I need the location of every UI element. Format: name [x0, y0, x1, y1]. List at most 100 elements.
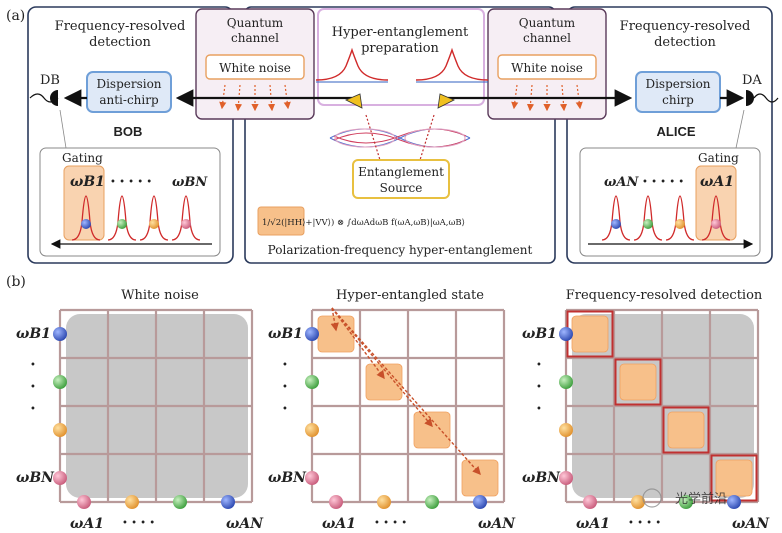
entanglement-source-2: Source	[380, 181, 423, 195]
center-title-1: Hyper-entanglement	[332, 25, 469, 40]
y-axis-dot	[53, 327, 67, 341]
y-axis-ellipsis: •	[30, 360, 36, 371]
detector-a-label: DA	[742, 73, 762, 88]
diagonal-cell	[413, 411, 451, 449]
y-axis-ellipsis: •	[282, 404, 288, 415]
bob-omega-first: ωB1	[70, 174, 105, 190]
entanglement-bowtie-icon	[329, 128, 471, 148]
bob-spectrum-peaks	[71, 195, 201, 241]
bob-gating-label: Gating	[62, 151, 103, 165]
y-label-first: ωB1	[268, 326, 303, 342]
alice-gating-label: Gating	[698, 151, 739, 165]
x-axis-ellipsis: • • • •	[628, 518, 661, 529]
pulse-left	[315, 47, 389, 83]
bob-omega-last: ωBN	[172, 175, 208, 190]
matrix-3	[559, 308, 760, 509]
alice-detection-title-1: Frequency-resolved	[620, 19, 751, 34]
bob-dot-pink	[181, 219, 191, 229]
alice-dot-blue	[611, 219, 621, 229]
y-axis-ellipsis: •	[536, 404, 542, 415]
alice-dispersion-box	[635, 71, 721, 113]
y-label-first: ωB1	[16, 326, 51, 342]
alice-dispersion-1: Dispersion	[645, 77, 710, 91]
crystal-right-icon	[437, 93, 455, 109]
x-axis-dot	[727, 495, 741, 509]
entanglement-source-1: Entanglement	[358, 165, 444, 179]
alice-dispersion-2: chirp	[662, 93, 694, 107]
y-label-last: ωBN	[268, 470, 307, 486]
bob-dots: • • • • •	[110, 177, 152, 188]
projection-arrow	[330, 307, 339, 332]
y-label-last: ωBN	[16, 470, 55, 486]
diagonal-cell	[571, 315, 609, 353]
white-noise-right-box	[497, 54, 597, 80]
quantum-channel-left-2: channel	[231, 31, 279, 45]
alice-dot-orange	[675, 219, 685, 229]
y-axis-ellipsis: •	[30, 382, 36, 393]
alice-spectrum-peaks	[601, 195, 731, 241]
detector-a-icon	[746, 90, 754, 106]
y-axis-dot	[559, 375, 573, 389]
x-label-first: ωA1	[322, 516, 356, 532]
bob-dot-green	[117, 219, 127, 229]
y-axis-ellipsis: •	[536, 382, 542, 393]
bob-dispersion-1: Dispersion	[96, 77, 161, 91]
x-axis-dot	[77, 495, 91, 509]
y-axis-dot	[305, 423, 319, 437]
diagonal-cell	[365, 363, 403, 401]
alice-gating-window	[695, 165, 737, 241]
alice-dot-pink	[711, 219, 721, 229]
x-axis-dot	[425, 495, 439, 509]
x-axis-dot	[329, 495, 343, 509]
projection-arrow	[331, 307, 481, 476]
gate-outline	[614, 358, 662, 406]
center-glow-box	[317, 8, 485, 106]
grid-title-hyper-entangled: Hyper-entangled state	[336, 288, 484, 303]
center-caption: Polarization-frequency hyper-entanglemen…	[268, 243, 533, 257]
watermark: 光学前沿	[642, 488, 727, 508]
detector-b-wire	[29, 93, 59, 103]
alice-omega-last: ωAN	[604, 175, 639, 190]
x-axis-dot	[473, 495, 487, 509]
bob-detection-title-2: detection	[89, 35, 151, 50]
white-noise-right: White noise	[511, 61, 583, 75]
y-axis-dot	[53, 375, 67, 389]
bob-dot-orange	[149, 219, 159, 229]
alice-omega-first: ωA1	[700, 174, 734, 190]
x-axis-dot	[173, 495, 187, 509]
crystal-left-icon	[345, 93, 363, 109]
detector-b-label: DB	[40, 73, 60, 88]
alice-label: ALICE	[657, 124, 696, 139]
bob-dot-blue	[81, 219, 91, 229]
x-axis-dot	[125, 495, 139, 509]
gate-outline	[662, 406, 710, 454]
y-axis-ellipsis: •	[282, 382, 288, 393]
x-axis-dot	[631, 495, 645, 509]
x-axis-ellipsis: • • • •	[374, 518, 407, 529]
watermark-text: 光学前沿	[675, 491, 727, 506]
detector-a-wire	[753, 93, 779, 103]
y-axis-dot	[305, 327, 319, 341]
y-axis-ellipsis: •	[536, 360, 542, 371]
alice-dots: • • • • •	[642, 177, 684, 188]
bob-dispersion-box	[86, 71, 172, 113]
y-axis-dot	[305, 375, 319, 389]
y-label-first: ωB1	[522, 326, 557, 342]
bob-callout-line	[59, 109, 67, 149]
formula-highlight	[257, 206, 305, 236]
bob-dispersion-2: anti-chirp	[99, 93, 159, 107]
x-label-last: ωAN	[226, 516, 264, 532]
entanglement-source-box	[352, 159, 450, 199]
x-axis-ellipsis: • • • •	[122, 518, 155, 529]
quantum-channel-right-2: channel	[523, 31, 571, 45]
matrix-2	[305, 307, 506, 509]
matrix-grids	[53, 307, 760, 509]
y-axis-dot	[305, 471, 319, 485]
x-axis-dot	[377, 495, 391, 509]
bob-label: BOB	[114, 124, 143, 139]
white-noise-left-box	[205, 54, 305, 80]
diagonal-cell	[461, 459, 499, 497]
bob-detection-title-1: Frequency-resolved	[55, 19, 186, 34]
